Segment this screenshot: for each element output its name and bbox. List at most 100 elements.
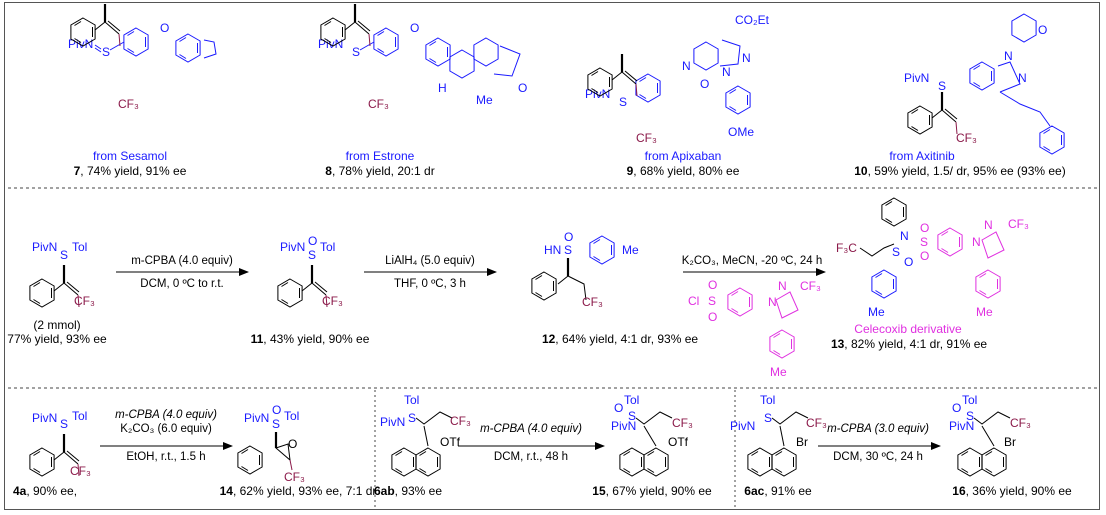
- compound-9-caption: 9, 68% yield, 80% ee: [627, 164, 740, 178]
- scheme-frame: [4, 2, 1100, 510]
- svg-text:N: N: [1018, 71, 1027, 85]
- compound-8-caption: 8, 78% yield, 20:1 dr: [325, 164, 434, 178]
- svg-text:HN: HN: [544, 243, 561, 257]
- compound-12-caption: 12, 64% yield, 4:1 dr, 93% ee: [542, 332, 698, 346]
- svg-text:PivN: PivN: [949, 419, 974, 433]
- svg-text:S: S: [619, 95, 627, 109]
- svg-text:Cl: Cl: [688, 294, 699, 308]
- compound-6ac-caption: 6ac, 91% ee: [744, 484, 812, 498]
- svg-text:S: S: [708, 294, 716, 308]
- svg-text:CF₃: CF₃: [1008, 217, 1029, 231]
- svg-text:OTf: OTf: [440, 435, 461, 449]
- svg-text:S: S: [764, 411, 772, 425]
- svg-text:CF₃: CF₃: [70, 464, 91, 478]
- svg-text:S: S: [920, 235, 928, 249]
- svg-text:Tol: Tol: [962, 393, 977, 407]
- svg-text:O: O: [518, 81, 527, 95]
- svg-text:N: N: [722, 65, 731, 79]
- svg-text:Tol: Tol: [624, 393, 639, 407]
- svg-text:CF₃: CF₃: [800, 279, 821, 293]
- svg-text:Me: Me: [976, 305, 993, 319]
- svg-text:O: O: [308, 234, 317, 248]
- conditions-label: DCM, r.t., 48 h: [494, 451, 568, 463]
- celecoxib-label: Celecoxib derivative: [854, 322, 962, 336]
- svg-text:S: S: [564, 243, 572, 257]
- conditions-label: K₂CO₃, MeCN, -20 ºC, 24 h: [682, 255, 823, 267]
- svg-text:S: S: [938, 79, 946, 93]
- compound-15-structure: Tol S O PivN CF₃ OTf: [611, 393, 693, 477]
- svg-text:PivN: PivN: [730, 419, 755, 433]
- svg-text:S: S: [272, 417, 280, 431]
- svg-text:CF₃: CF₃: [636, 131, 657, 145]
- conditions-label: DCM, 30 ºC, 24 h: [833, 451, 923, 463]
- compound-16-caption: 16, 36% yield, 90% ee: [952, 484, 1072, 498]
- svg-text:O: O: [708, 278, 717, 292]
- svg-text:S: S: [102, 45, 110, 59]
- svg-text:S: S: [308, 248, 316, 262]
- compound-15-caption: 15, 67% yield, 90% ee: [592, 484, 712, 498]
- svg-text:N: N: [778, 279, 787, 293]
- svg-text:Br: Br: [1004, 435, 1016, 449]
- svg-text:O: O: [288, 437, 297, 451]
- svg-text:O: O: [272, 403, 281, 417]
- compound-13-caption: 13, 82% yield, 4:1 dr, 91% ee: [831, 337, 987, 351]
- compound-6ac-structure: Tol S PivN CF₃ Br: [730, 393, 827, 477]
- svg-text:N: N: [768, 295, 777, 309]
- source-label: from Sesamol: [93, 149, 167, 163]
- svg-text:Tol: Tol: [72, 409, 87, 423]
- svg-text:S: S: [628, 409, 636, 423]
- svg-text:S: S: [892, 245, 900, 259]
- svg-text:CF₃: CF₃: [368, 97, 389, 111]
- svg-text:CO₂Et: CO₂Et: [735, 13, 770, 27]
- svg-text:O: O: [700, 77, 709, 91]
- compound-16-structure: Tol S O PivN CF₃ Br: [949, 393, 1031, 477]
- svg-text:O: O: [708, 310, 717, 324]
- compound-10-caption: 10, 59% yield, 1.5/ dr, 95% ee (93% ee): [854, 164, 1065, 178]
- svg-text:S: S: [408, 411, 416, 425]
- scale-label: (2 mmol): [33, 318, 80, 332]
- source-label: from Apixaban: [645, 149, 722, 163]
- svg-text:N: N: [972, 235, 981, 249]
- svg-text:S: S: [352, 45, 360, 59]
- svg-text:CF₃: CF₃: [956, 131, 977, 145]
- compound-10-structure: O N N PivN S CF₃: [904, 13, 1065, 155]
- compound-7-structure: PivN S O CF₃: [68, 4, 217, 111]
- svg-text:O: O: [160, 21, 169, 35]
- svg-text:CF₃: CF₃: [1010, 416, 1031, 430]
- compound-12-structure: O S HN Me CF₃: [531, 230, 639, 309]
- svg-text:O: O: [920, 249, 929, 263]
- reagent-label: m-CPBA (4.0 equiv): [115, 409, 217, 421]
- compound-8-structure: PivN S O H Me O CF₃: [318, 4, 527, 111]
- svg-text:PivN: PivN: [611, 419, 636, 433]
- svg-text:O: O: [904, 255, 913, 269]
- svg-text:PivN: PivN: [244, 411, 269, 425]
- svg-text:F₃C: F₃C: [836, 241, 857, 255]
- svg-text:Tol: Tol: [760, 393, 775, 407]
- svg-text:PivN: PivN: [32, 411, 57, 425]
- svg-text:PivN: PivN: [280, 240, 305, 254]
- compound-9-structure: PivN S N O CO₂Et N N OMe CF₃: [585, 13, 770, 145]
- svg-text:N: N: [682, 59, 691, 73]
- svg-text:CF₃: CF₃: [322, 294, 343, 308]
- reagent-label: m-CPBA (4.0 equiv): [480, 423, 582, 435]
- reagent-label: K₂CO₃ (6.0 equiv): [120, 423, 212, 435]
- svg-text:O: O: [952, 401, 961, 415]
- svg-text:Me: Me: [476, 93, 493, 107]
- svg-text:N: N: [900, 229, 909, 243]
- compound-7-caption: 7, 74% yield, 91% ee: [74, 164, 187, 178]
- svg-text:O: O: [1038, 23, 1047, 37]
- svg-text:Tol: Tol: [404, 393, 419, 407]
- svg-text:Br: Br: [796, 435, 808, 449]
- svg-text:Tol: Tol: [320, 240, 335, 254]
- conditions-label: DCM, 0 ºC to r.t.: [140, 278, 223, 290]
- conditions-label: EtOH, r.t., 1.5 h: [126, 451, 205, 463]
- svg-text:CF₃: CF₃: [672, 416, 693, 430]
- svg-text:Me: Me: [622, 243, 639, 257]
- svg-text:Me: Me: [868, 305, 885, 319]
- svg-text:Tol: Tol: [284, 409, 299, 423]
- compound-14-structure: PivN O S Tol O CF₃: [237, 403, 305, 484]
- svg-text:H: H: [438, 81, 447, 95]
- svg-text:CF₃: CF₃: [450, 414, 471, 428]
- conditions-label: THF, 0 ºC, 3 h: [394, 278, 466, 290]
